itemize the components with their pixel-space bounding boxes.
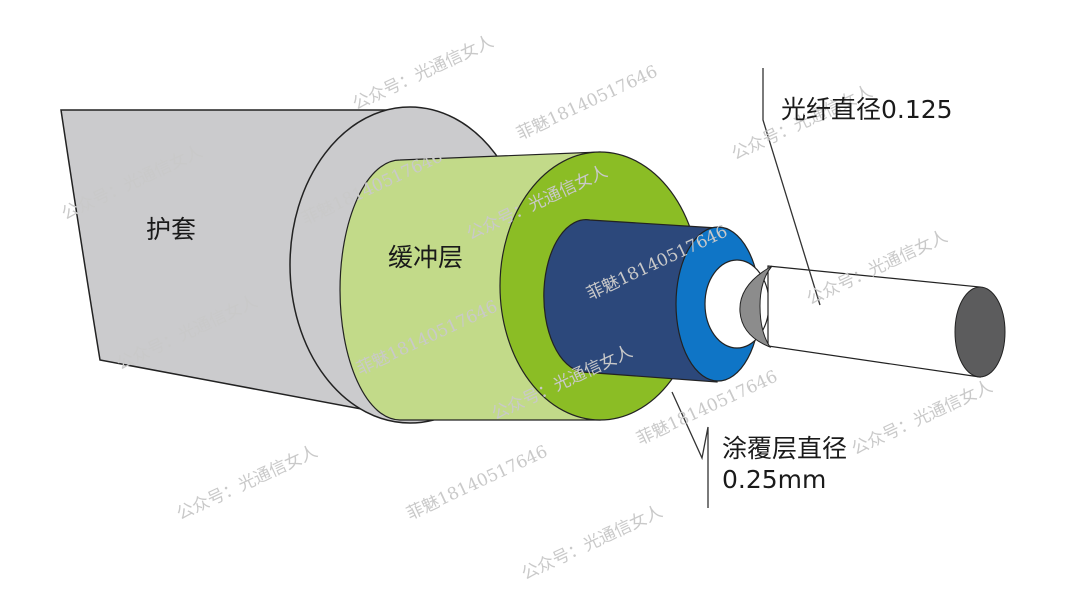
jacket-label: 护套 — [146, 215, 196, 244]
watermark-account: 公众号：光通信女人 — [350, 32, 497, 115]
watermark-contact: 菲魅18140517646 — [404, 442, 551, 525]
watermark-account: 公众号：光通信女人 — [849, 377, 996, 460]
fiber-diameter-label: 光纤直径0.125 — [781, 95, 953, 124]
fiber-layer — [739, 265, 1006, 378]
buffer-label: 缓冲层 — [388, 243, 463, 272]
fiber-side — [767, 265, 981, 378]
fiber-core-cut — [739, 265, 773, 349]
watermark-contact: 菲魅18140517646 — [514, 62, 661, 145]
coating-diameter-value: 0.25mm — [722, 465, 826, 494]
labels: 护套 缓冲层 光纤直径0.125 涂覆层直径 0.25mm — [146, 95, 953, 494]
watermark-account: 公众号：光通信女人 — [519, 502, 666, 585]
coating-side — [543, 219, 718, 383]
coating-layer — [543, 219, 770, 383]
watermark-account: 公众号：光通信女人 — [174, 442, 321, 525]
fiber-leader-line — [762, 68, 821, 306]
coating-leader-line — [671, 391, 709, 508]
coating-diameter-label: 涂覆层直径 — [722, 434, 847, 463]
fiber-end-face — [954, 286, 1006, 378]
leader-lines — [671, 68, 821, 508]
